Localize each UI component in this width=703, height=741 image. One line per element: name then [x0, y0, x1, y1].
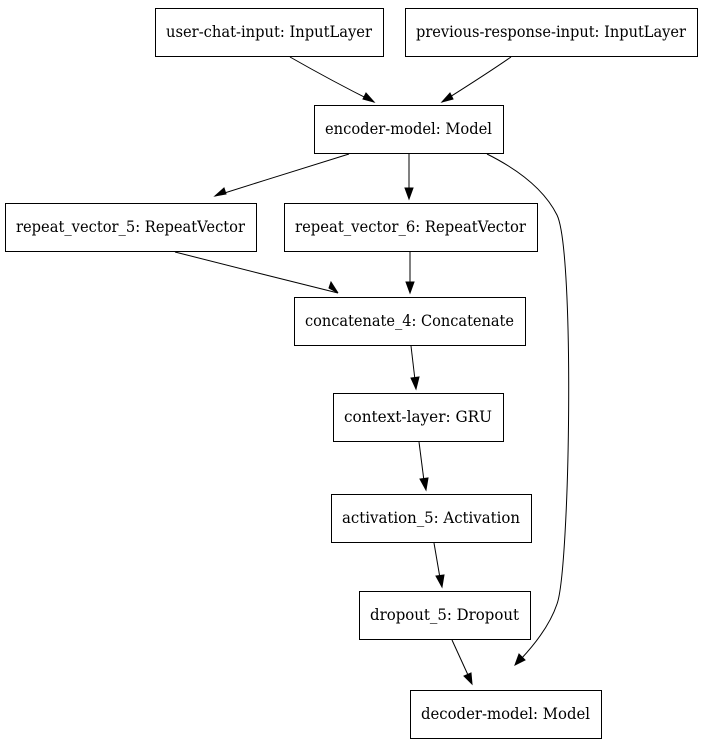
node-label: concatenate_4: Concatenate: [305, 312, 514, 330]
arrowhead-icon: [213, 187, 227, 197]
node-box[interactable]: [331, 494, 532, 543]
edge-repeat_vector_5-to-concatenate_4: [174, 251, 339, 294]
arrowhead-icon: [514, 653, 526, 667]
node-box[interactable]: [410, 690, 602, 739]
edge-dropout_5-to-decoder-model: [451, 639, 473, 686]
arrowhead-icon: [405, 281, 415, 295]
node-context-layer[interactable]: context-layer: GRU: [333, 393, 504, 442]
edge-encoder-model-to-repeat_vector_5: [213, 153, 350, 197]
edge-line: [486, 153, 570, 660]
edge-line: [174, 251, 339, 294]
edge-activation_5-to-dropout_5: [433, 542, 445, 589]
arrowhead-icon: [362, 92, 376, 103]
node-box[interactable]: [294, 297, 526, 346]
node-activation_5[interactable]: activation_5: Activation: [331, 494, 532, 543]
node-label: context-layer: GRU: [344, 408, 492, 426]
edge-line: [433, 542, 441, 579]
node-label: decoder-model: Model: [421, 705, 590, 723]
arrowhead-icon: [410, 376, 420, 391]
edge-concatenate_4-to-context-layer: [410, 345, 420, 391]
node-dropout_5[interactable]: dropout_5: Dropout: [359, 591, 531, 640]
node-user-chat-input[interactable]: user-chat-input: InputLayer: [155, 8, 384, 57]
edges-layer: [174, 56, 570, 686]
node-label: activation_5: Activation: [342, 509, 520, 527]
edge-encoder-model-to-decoder-model: [486, 153, 570, 667]
node-box[interactable]: [5, 203, 257, 252]
edge-repeat_vector_6-to-concatenate_4: [405, 252, 415, 295]
node-box[interactable]: [333, 393, 504, 442]
arrowhead-icon: [404, 187, 414, 201]
node-decoder-model[interactable]: decoder-model: Model: [410, 690, 602, 739]
edge-line: [451, 639, 469, 676]
arrowhead-icon: [435, 574, 445, 589]
node-label: dropout_5: Dropout: [370, 606, 520, 624]
arrowhead-icon: [328, 280, 339, 294]
node-repeat_vector_6[interactable]: repeat_vector_6: RepeatVector: [284, 203, 538, 252]
edge-user-chat-input-to-encoder-model: [289, 56, 376, 103]
edge-previous-response-input-to-encoder-model: [440, 56, 512, 103]
node-label: repeat_vector_6: RepeatVector: [295, 218, 527, 236]
node-label: repeat_vector_5: RepeatVector: [16, 218, 246, 236]
edge-line: [214, 153, 350, 197]
node-encoder-model[interactable]: encoder-model: Model: [314, 105, 504, 154]
edge-line: [410, 345, 416, 381]
edge-encoder-model-to-repeat_vector_6: [404, 154, 414, 201]
edge-line: [418, 441, 425, 482]
node-concatenate_4[interactable]: concatenate_4: Concatenate: [294, 297, 526, 346]
arrowhead-icon: [440, 92, 454, 103]
node-box[interactable]: [359, 591, 531, 640]
node-repeat_vector_5[interactable]: repeat_vector_5: RepeatVector: [5, 203, 257, 252]
nodes-layer: user-chat-input: InputLayer previous-resp…: [5, 8, 698, 739]
node-previous-response-input[interactable]: previous-response-input: InputLayer: [405, 8, 698, 57]
node-label: encoder-model: Model: [325, 120, 492, 138]
arrowhead-icon: [419, 477, 429, 492]
arrowhead-icon: [463, 672, 473, 686]
node-box[interactable]: [405, 8, 698, 57]
node-label: user-chat-input: InputLayer: [166, 23, 373, 41]
node-label: previous-response-input: InputLayer: [416, 23, 687, 41]
edge-context-layer-to-activation_5: [418, 441, 429, 492]
node-box[interactable]: [155, 8, 384, 57]
edge-line: [289, 56, 375, 103]
node-box[interactable]: [284, 203, 538, 252]
edge-line: [441, 56, 512, 103]
node-box[interactable]: [314, 105, 504, 154]
